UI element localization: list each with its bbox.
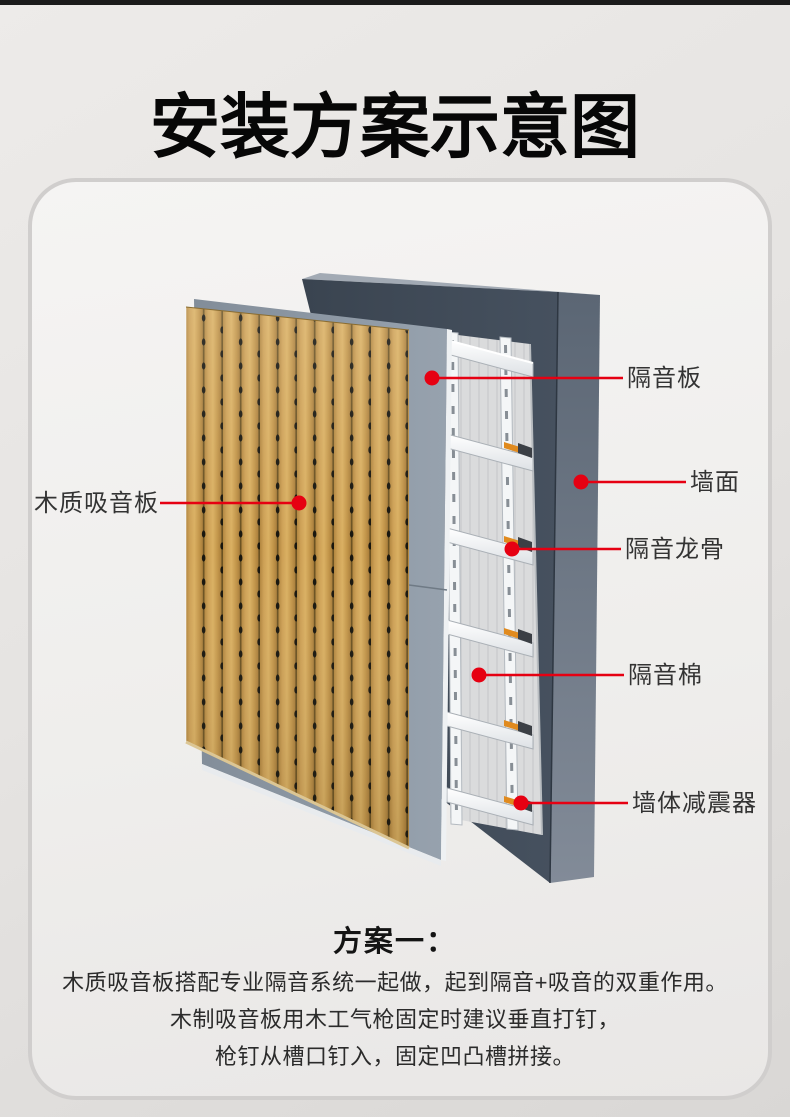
callout-dot-wall [573, 474, 589, 490]
keel-rail [446, 787, 534, 826]
label-wood-panel: 木质吸音板 [34, 490, 159, 517]
insulation-board-edge-bottom [202, 764, 441, 866]
wood-bottom-edge [185, 740, 410, 850]
stud [446, 331, 463, 826]
wall-top-face [302, 273, 600, 295]
callouts [160, 370, 686, 811]
insulation-board-edge-right [441, 329, 452, 861]
callout-dot-wood-panel [291, 495, 307, 511]
plan-heading: 方案一： [332, 926, 457, 958]
page-title: 安装方案示意图 [150, 87, 640, 166]
wood-acoustic-panel [185, 306, 410, 850]
wall-damper-bracket [504, 720, 532, 736]
plan-line: 枪钉从槽口钉入，固定凹凸槽拼接。 [214, 1044, 575, 1069]
wood-panel-shading [186, 307, 409, 848]
plan-description: 木质吸音板搭配专业隔音系统一起做，起到隔音+吸音的双重作用。 木制吸音板用木工气… [0, 964, 790, 1075]
callout-dot-insulation-board [424, 370, 440, 386]
label-keel: 隔音龙骨 [625, 536, 725, 563]
plan-line: 木质吸音板搭配专业隔音系统一起做，起到隔音+吸音的双重作用。 [62, 970, 728, 995]
wood-top-edge [185, 306, 410, 331]
cotton-edge [529, 343, 543, 836]
label-damper: 墙体减震器 [632, 790, 757, 817]
label-insulation-board: 隔音板 [627, 365, 702, 392]
wall-damper-bracket [504, 442, 532, 458]
wall-front-edge [549, 291, 559, 884]
plan-line: 木制吸音板用木工气枪固定时建议垂直打钉， [169, 1007, 620, 1032]
wall-damper-bracket [504, 628, 532, 644]
wall-side-face [550, 292, 600, 883]
insulation-cotton-panel [450, 334, 542, 835]
rail-highlight [446, 339, 534, 364]
callout-dot-damper [513, 795, 529, 811]
stud-slots [451, 339, 458, 819]
callout-dot-cotton [471, 667, 487, 683]
callout-dot-keel [504, 541, 520, 557]
keel-rails [446, 339, 534, 826]
label-cotton: 隔音棉 [628, 662, 703, 689]
label-wall: 墙面 [690, 469, 740, 496]
top-edge-strip [0, 0, 790, 5]
insulation-board-seam [408, 584, 448, 591]
